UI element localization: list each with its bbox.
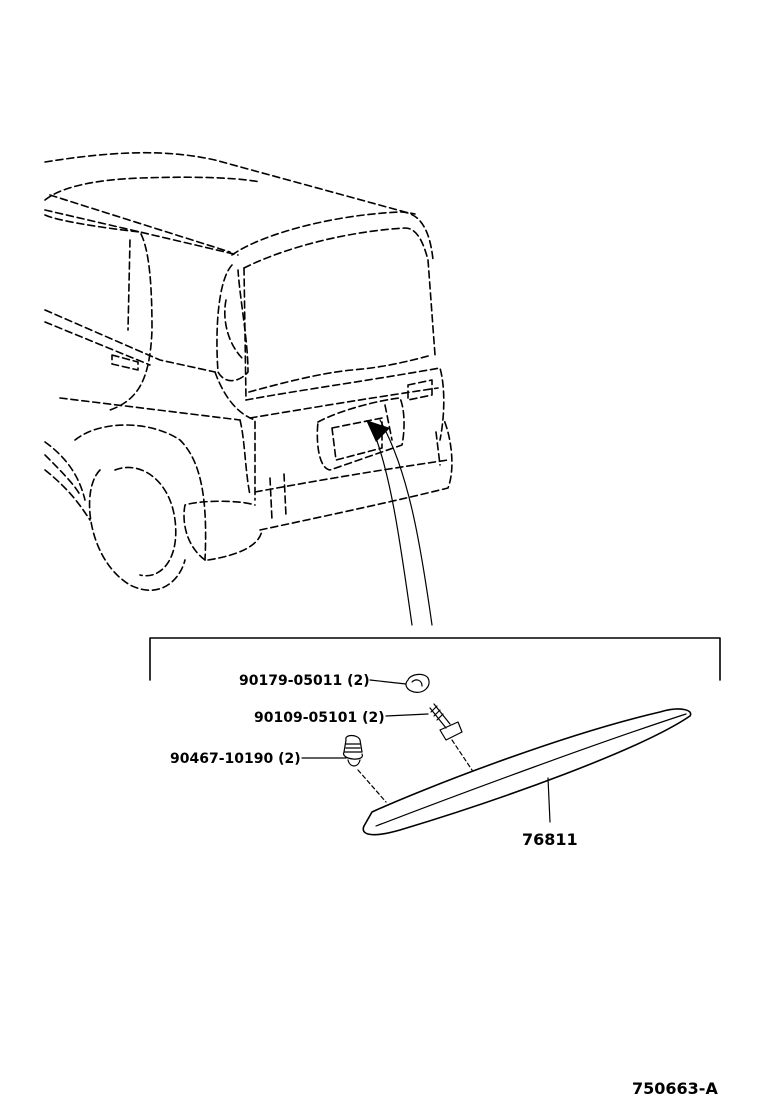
leader-line-76811 <box>547 777 551 823</box>
install-line-screw <box>451 739 473 771</box>
drawing-code: 750663-A <box>632 1079 718 1098</box>
garnish-part <box>362 708 692 836</box>
leader-line-90109 <box>385 713 429 717</box>
part-label-76811: 76811 <box>522 830 578 849</box>
vehicle-rear-illustration <box>44 151 453 591</box>
install-line-clip <box>357 769 387 803</box>
clip-nut-icon <box>405 673 430 693</box>
push-clip-icon <box>343 734 363 767</box>
part-label-90467: 90467-10190 (2) <box>170 751 301 767</box>
part-label-90109: 90109-05101 (2) <box>254 710 385 726</box>
detail-bracket <box>149 637 721 681</box>
leader-arrow <box>366 419 433 626</box>
screw-icon <box>429 703 463 741</box>
part-label-90179: 90179-05011 (2) <box>239 673 370 689</box>
leader-line-90179 <box>369 679 407 685</box>
